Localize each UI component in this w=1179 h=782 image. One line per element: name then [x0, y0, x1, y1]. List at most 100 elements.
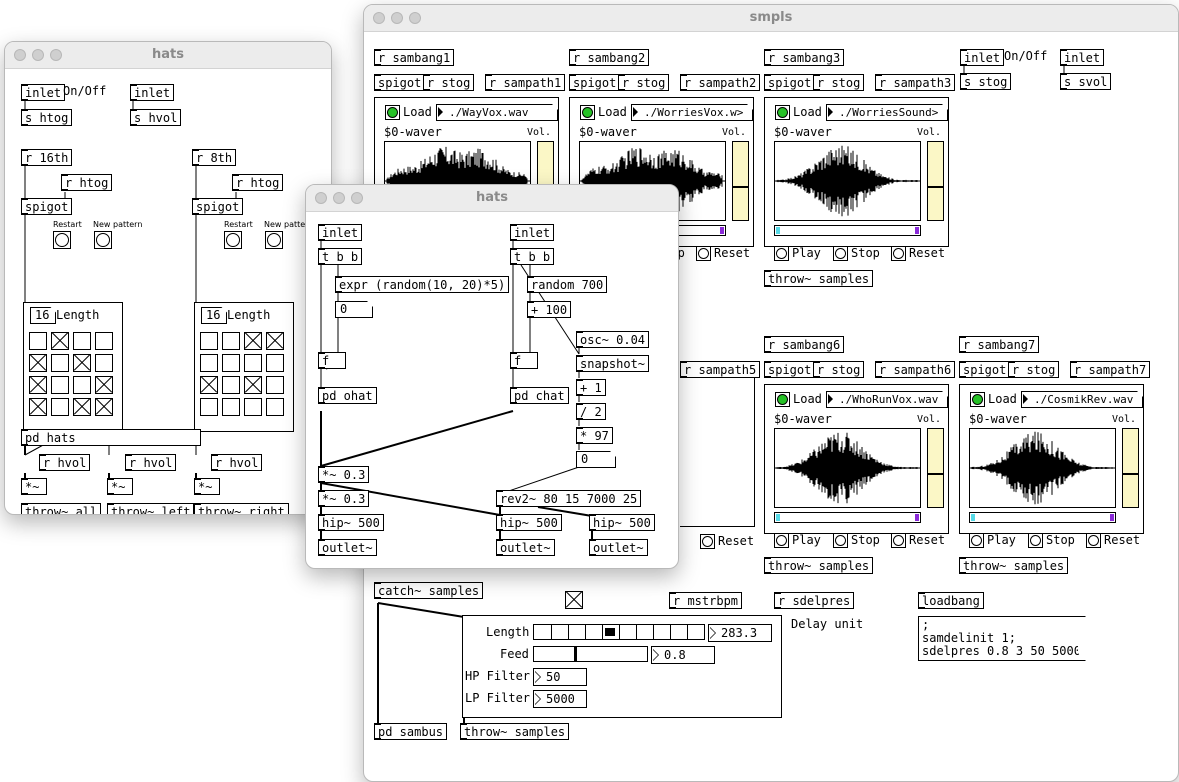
load-bang[interactable]	[775, 392, 790, 407]
catch-samples[interactable]: catch~ samples	[374, 582, 484, 599]
play-bang[interactable]	[969, 533, 984, 548]
step-cell[interactable]	[51, 398, 69, 416]
init-message[interactable]: ; samdelinit 1; sdelpres 0.8 3 50 5000	[918, 616, 1086, 661]
send-htog[interactable]: s htog	[21, 109, 73, 126]
receive-stog[interactable]: r stog	[813, 361, 865, 378]
step-cell[interactable]	[266, 332, 284, 350]
receive-sampath-5[interactable]: r sampath5	[680, 361, 761, 378]
lp-filter-value[interactable]: 5000	[533, 690, 587, 708]
hip-3[interactable]: hip~ 500	[589, 514, 655, 531]
receive-hvol-3[interactable]: r hvol	[211, 454, 263, 471]
length-value[interactable]: 283.3	[708, 624, 772, 642]
throw-left[interactable]: throw~ left	[107, 503, 195, 514]
outlet-2[interactable]: outlet~	[496, 539, 555, 556]
receive-stog[interactable]: r stog	[1008, 361, 1060, 378]
spigot-1[interactable]: spigot	[21, 198, 73, 215]
pd-chat[interactable]: pd chat	[510, 387, 569, 404]
trigger-left[interactable]: t b b	[318, 248, 363, 265]
float-right[interactable]: f	[510, 352, 538, 369]
position-slider[interactable]	[774, 512, 921, 523]
throw-samples[interactable]: throw~ samples	[764, 270, 874, 287]
step-cell[interactable]	[29, 332, 47, 350]
inlet-vol[interactable]: inlet	[130, 84, 175, 101]
rev-number[interactable]: 0	[576, 451, 616, 468]
receive-sambang[interactable]: r sambang6	[764, 336, 845, 353]
receive-hvol-1[interactable]: r hvol	[39, 454, 91, 471]
expr-random[interactable]: expr (random(10, 20)*5)	[335, 276, 510, 293]
mul-3[interactable]: *~	[194, 478, 220, 495]
step-cell[interactable]	[200, 354, 218, 372]
close-icon[interactable]	[14, 49, 26, 61]
step-cell[interactable]	[51, 332, 69, 350]
receive-mstrbpm[interactable]: r mstrbpm	[669, 592, 743, 609]
stop-bang[interactable]	[833, 533, 848, 548]
step-cell[interactable]	[73, 354, 91, 372]
step-cell[interactable]	[244, 354, 262, 372]
receive-16th[interactable]: r 16th	[21, 149, 73, 166]
pd-sambus[interactable]: pd sambus	[374, 723, 448, 740]
step-cell[interactable]	[222, 332, 240, 350]
send-hvol[interactable]: s hvol	[130, 109, 182, 126]
minimize-icon[interactable]	[391, 12, 403, 24]
receive-hvol-2[interactable]: r hvol	[125, 454, 177, 471]
minimize-icon[interactable]	[333, 192, 345, 204]
zoom-icon[interactable]	[351, 192, 363, 204]
throw-samples-out[interactable]: throw~ samples	[460, 723, 570, 740]
hats-back-titlebar[interactable]: hats	[5, 42, 331, 69]
step-cell[interactable]	[222, 354, 240, 372]
hip-1[interactable]: hip~ 500	[318, 514, 384, 531]
receive-sampath[interactable]: r sampath1	[485, 74, 566, 91]
close-icon[interactable]	[315, 192, 327, 204]
reset-bang-5[interactable]	[700, 534, 715, 549]
rev2[interactable]: rev2~ 80 15 7000 25	[496, 490, 642, 507]
feed-value[interactable]: 0.8	[651, 646, 715, 664]
play-bang[interactable]	[774, 246, 789, 261]
file-path[interactable]: ./WayVox.wav	[436, 104, 558, 121]
step-cell[interactable]	[73, 398, 91, 416]
step-cell[interactable]	[51, 354, 69, 372]
div-2[interactable]: / 2	[576, 403, 606, 420]
mul-0.3-a[interactable]: *~ 0.3	[318, 466, 370, 483]
osc-lfo[interactable]: osc~ 0.04	[576, 331, 650, 348]
inlet-onoff[interactable]: inlet	[21, 84, 66, 101]
play-bang[interactable]	[774, 533, 789, 548]
volume-slider[interactable]	[927, 141, 944, 221]
restart-bang-2[interactable]	[224, 231, 242, 249]
inlet-vol[interactable]: inlet	[1060, 49, 1105, 66]
step-cell[interactable]	[222, 398, 240, 416]
receive-sdelpres[interactable]: r sdelpres	[774, 592, 855, 609]
receive-stog[interactable]: r stog	[423, 74, 475, 91]
step-cell[interactable]	[266, 376, 284, 394]
receive-sambang[interactable]: r sambang2	[569, 49, 650, 66]
delay-toggle[interactable]	[565, 591, 583, 609]
receive-sampath[interactable]: r sampath2	[680, 74, 761, 91]
send-stog[interactable]: s stog	[960, 73, 1012, 90]
receive-stog[interactable]: r stog	[813, 74, 865, 91]
step-cell[interactable]	[266, 398, 284, 416]
spigot[interactable]: spigot	[959, 361, 1011, 378]
zoom-icon[interactable]	[409, 12, 421, 24]
throw-samples[interactable]: throw~ samples	[959, 557, 1069, 574]
restart-bang[interactable]	[53, 231, 71, 249]
mul-1[interactable]: *~	[21, 478, 47, 495]
position-slider[interactable]	[969, 512, 1116, 523]
position-slider[interactable]	[774, 225, 921, 236]
receive-sampath[interactable]: r sampath7	[1070, 361, 1151, 378]
step-cell[interactable]	[29, 398, 47, 416]
receive-htog-2[interactable]: r htog	[232, 174, 284, 191]
random-700[interactable]: random 700	[527, 276, 608, 293]
expr-number[interactable]: 0	[335, 301, 373, 318]
trigger-right[interactable]: t b b	[510, 248, 555, 265]
spigot-2[interactable]: spigot	[192, 198, 244, 215]
spigot[interactable]: spigot	[569, 74, 621, 91]
step-cell[interactable]	[73, 332, 91, 350]
reset-bang[interactable]	[891, 533, 906, 548]
volume-slider[interactable]	[1122, 428, 1139, 508]
float-left[interactable]: f	[318, 352, 346, 369]
step-cell[interactable]	[266, 354, 284, 372]
loadbang[interactable]: loadbang	[918, 592, 984, 609]
step-cell[interactable]	[95, 332, 113, 350]
spigot[interactable]: spigot	[764, 361, 816, 378]
step-cell[interactable]	[244, 376, 262, 394]
load-bang[interactable]	[385, 105, 400, 120]
